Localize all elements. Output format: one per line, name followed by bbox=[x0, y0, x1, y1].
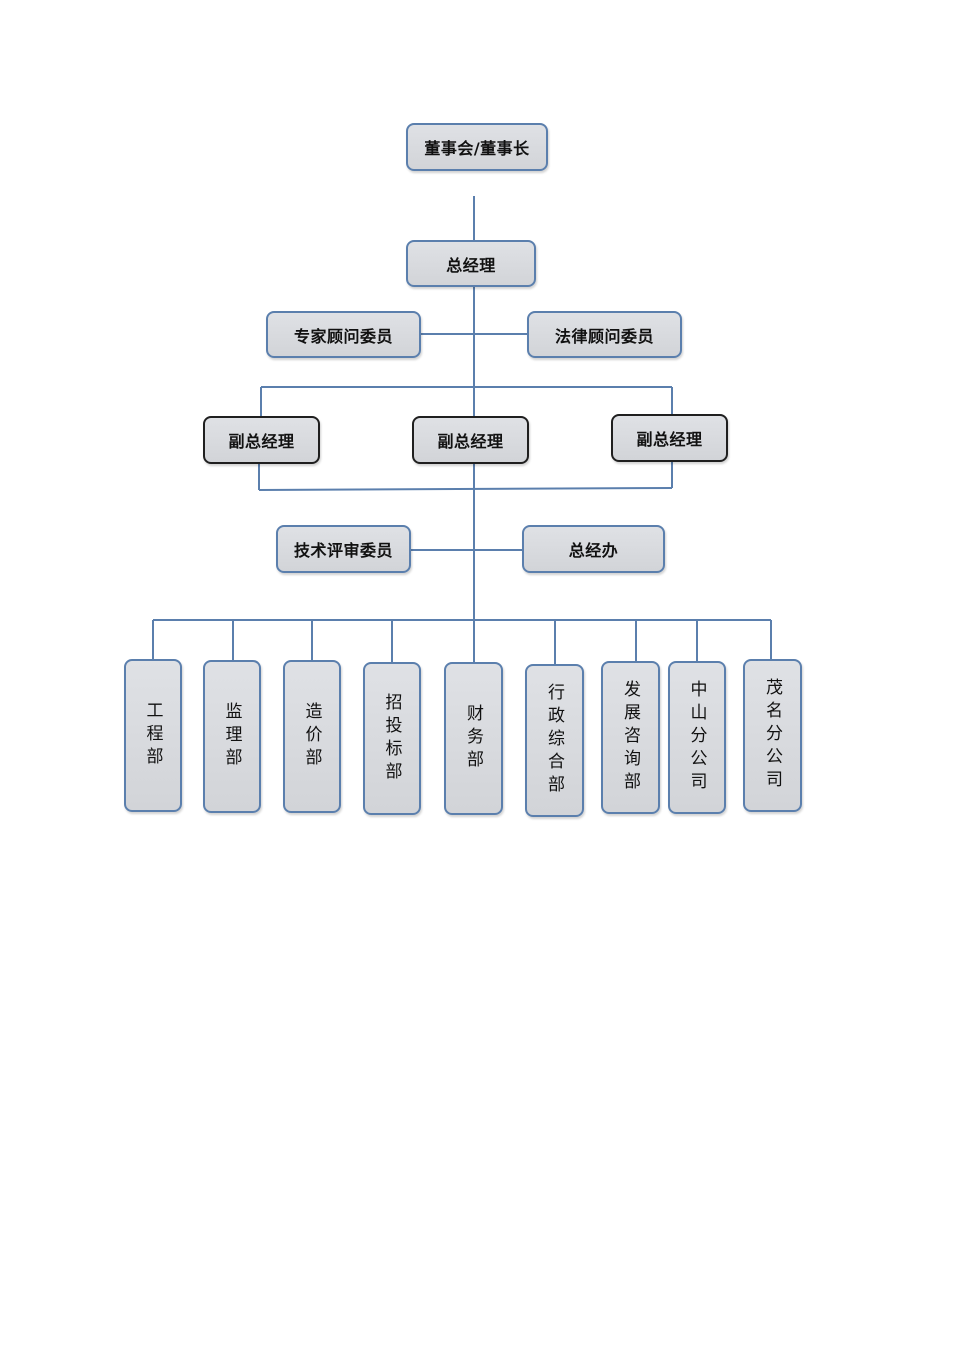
department-box: 中山分公司 bbox=[668, 661, 726, 814]
department-label: 发展咨询部 bbox=[620, 680, 640, 795]
department-box: 财务部 bbox=[444, 662, 503, 815]
department-box: 监理部 bbox=[203, 660, 261, 813]
department-label: 招投标部 bbox=[381, 692, 402, 785]
department-label: 工程部 bbox=[142, 701, 163, 770]
gm-office-box: 总经办 bbox=[522, 525, 665, 573]
chairman-box: 董事会/董事长 bbox=[406, 123, 548, 171]
tech-review-box: 技术评审委员 bbox=[276, 525, 411, 573]
general-manager-box: 总经理 bbox=[406, 240, 536, 287]
department-label: 行政综合部 bbox=[544, 683, 564, 798]
tech-review-label: 技术评审委员 bbox=[293, 541, 393, 560]
legal-advisor-box: 法律顾问委员 bbox=[527, 311, 682, 358]
deputy-gm-center-label: 副总经理 bbox=[437, 432, 504, 451]
department-box: 招投标部 bbox=[363, 662, 421, 815]
expert-advisor-label: 专家顾问委员 bbox=[293, 326, 393, 346]
deputy-gm-right-box: 副总经理 bbox=[611, 414, 728, 462]
general-manager-label: 总经理 bbox=[446, 255, 496, 275]
deputy-gm-center-box: 副总经理 bbox=[412, 416, 529, 464]
department-box: 茂名分公司 bbox=[743, 659, 802, 812]
department-box: 行政综合部 bbox=[525, 664, 584, 817]
deputy-gm-right-label: 副总经理 bbox=[636, 430, 703, 449]
department-box: 发展咨询部 bbox=[601, 661, 660, 814]
department-label: 监理部 bbox=[221, 702, 242, 771]
department-label: 中山分公司 bbox=[686, 680, 707, 795]
deputy-gm-left-label: 副总经理 bbox=[228, 432, 295, 451]
deputy-gm-left-box: 副总经理 bbox=[203, 416, 320, 464]
department-label: 造价部 bbox=[301, 702, 322, 771]
expert-advisor-box: 专家顾问委员 bbox=[266, 311, 421, 358]
department-box: 工程部 bbox=[124, 659, 182, 812]
legal-advisor-label: 法律顾问委员 bbox=[554, 326, 654, 346]
gm-office-label: 总经办 bbox=[568, 541, 619, 560]
department-box: 造价部 bbox=[283, 660, 341, 813]
department-label: 茂名分公司 bbox=[762, 678, 782, 793]
chairman-label: 董事会/董事长 bbox=[424, 139, 530, 158]
department-label: 财务部 bbox=[463, 704, 483, 773]
